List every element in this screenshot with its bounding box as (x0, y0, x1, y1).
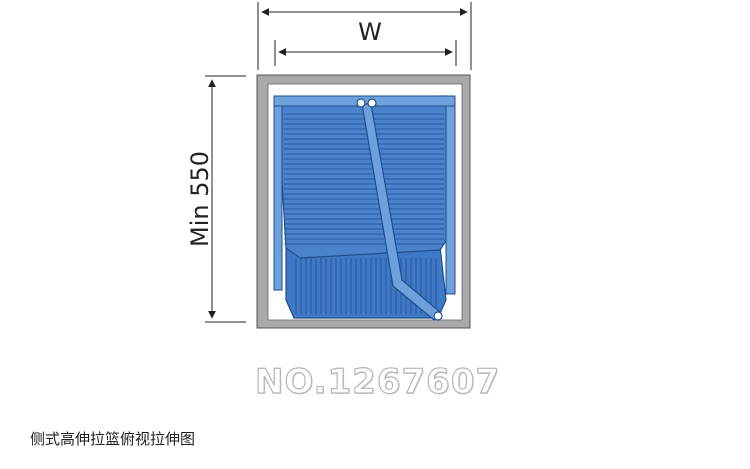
width-label: W (358, 18, 382, 46)
width-dimension (257, 2, 472, 70)
diagram-caption: 侧式高伸拉篮俯视拉伸图 (30, 430, 196, 448)
depth-dimension (205, 75, 246, 323)
min-depth-label: Min 550 (186, 150, 214, 248)
pull-out-basket (273, 95, 456, 321)
model-number: NO.1267607 (254, 361, 501, 402)
